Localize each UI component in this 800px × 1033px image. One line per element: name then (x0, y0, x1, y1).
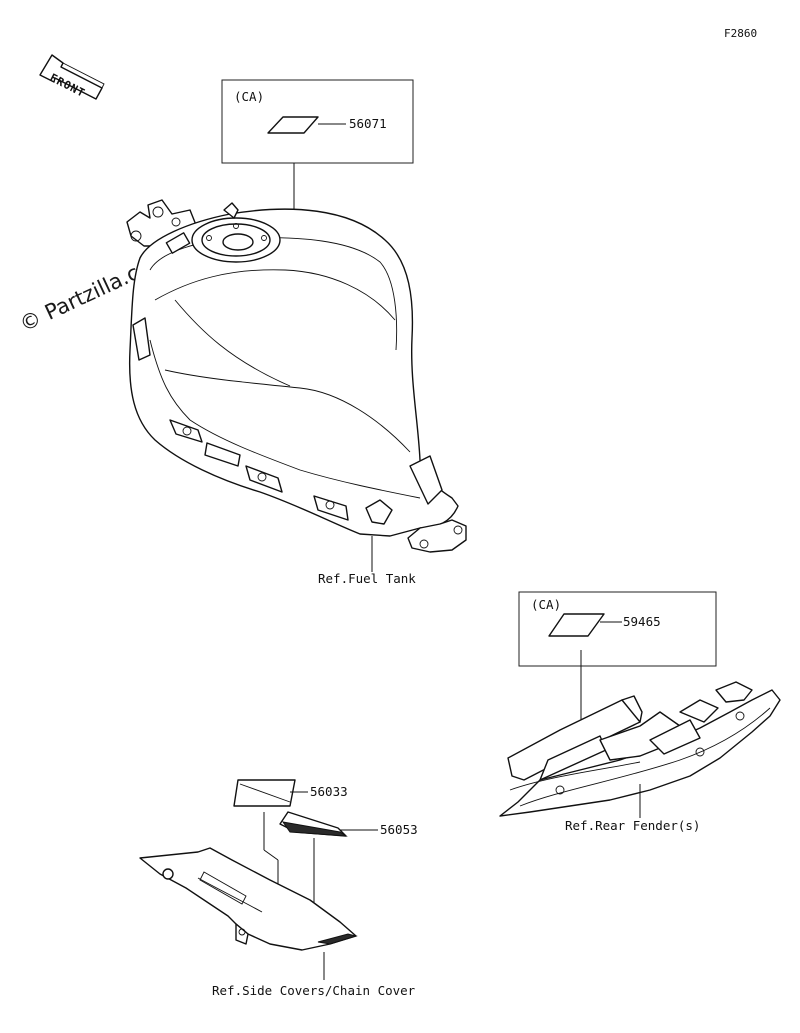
ref-fuel-tank-label: Ref.Fuel Tank (318, 571, 416, 586)
chain-cover-illustration (139, 847, 358, 951)
ref-side-covers-label: Ref.Side Covers/Chain Cover (212, 983, 416, 998)
label-56053-decal (279, 811, 348, 837)
part-number-56033: 56033 (310, 784, 348, 799)
label-56033-decal (233, 779, 296, 807)
rear-fender-illustration (499, 681, 781, 817)
part-number-59465: 59465 (623, 614, 661, 629)
ref-rear-fender-label: Ref.Rear Fender(s) (565, 818, 700, 833)
part-number-56053: 56053 (380, 822, 418, 837)
figure-code: F2860 (724, 27, 757, 40)
fuel-tank-illustration (126, 199, 467, 553)
front-arrow-icon: FRONT (39, 54, 105, 100)
part-number-56071: 56071 (349, 116, 387, 131)
rear-fender-callout-box (518, 591, 717, 667)
fuel-tank-box-note: (CA) (234, 89, 264, 104)
label-59465-decal (548, 613, 605, 637)
fuel-tank-callout-box (221, 79, 414, 164)
label-56071-decal (267, 116, 319, 134)
rear-fender-box-note: (CA) (531, 597, 561, 612)
